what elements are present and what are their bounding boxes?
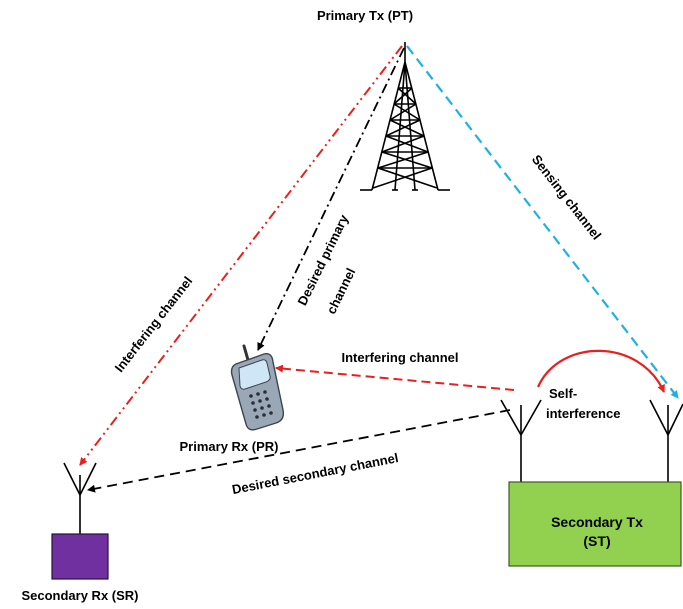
- secondary-tx-box: [508, 481, 682, 567]
- primary-rx-label: Primary Rx (PR): [180, 439, 279, 454]
- desired-secondary-channel-line: [87, 409, 511, 493]
- interfering-channel-pt-sr-line: [79, 45, 403, 466]
- primary-tx-tower-icon: [360, 42, 450, 191]
- desired-secondary-channel-label: Desired secondary channel: [231, 450, 400, 497]
- self-interference-label-line2: interference: [546, 406, 620, 421]
- secondary-rx-label: Secondary Rx (SR): [21, 588, 138, 603]
- st-antenna-right-icon: [649, 399, 683, 482]
- interfering-channel-st-pr-line: [275, 364, 515, 391]
- sensing-channel-line: [406, 45, 679, 399]
- secondary-tx-label-line1: Secondary Tx: [551, 514, 643, 530]
- secondary-rx-box: [51, 533, 109, 580]
- desired-primary-label-line2: channel: [323, 266, 358, 317]
- st-antenna-left-icon: [500, 399, 542, 482]
- interfering-channel-mid-label: Interfering channel: [341, 350, 458, 365]
- self-interference-arc: [536, 349, 666, 393]
- interfering-channel-left-label: Interfering channel: [112, 274, 196, 375]
- primary-rx-phone-icon: [230, 344, 285, 431]
- sensing-channel-label: Sensing channel: [529, 152, 604, 243]
- desired-primary-channel-line: [257, 47, 405, 351]
- secondary-tx-label-line2: (ST): [583, 533, 610, 549]
- primary-tx-label: Primary Tx (PT): [317, 8, 413, 23]
- sr-antenna-icon: [63, 462, 97, 534]
- self-interference-label-line1: Self-: [549, 386, 577, 401]
